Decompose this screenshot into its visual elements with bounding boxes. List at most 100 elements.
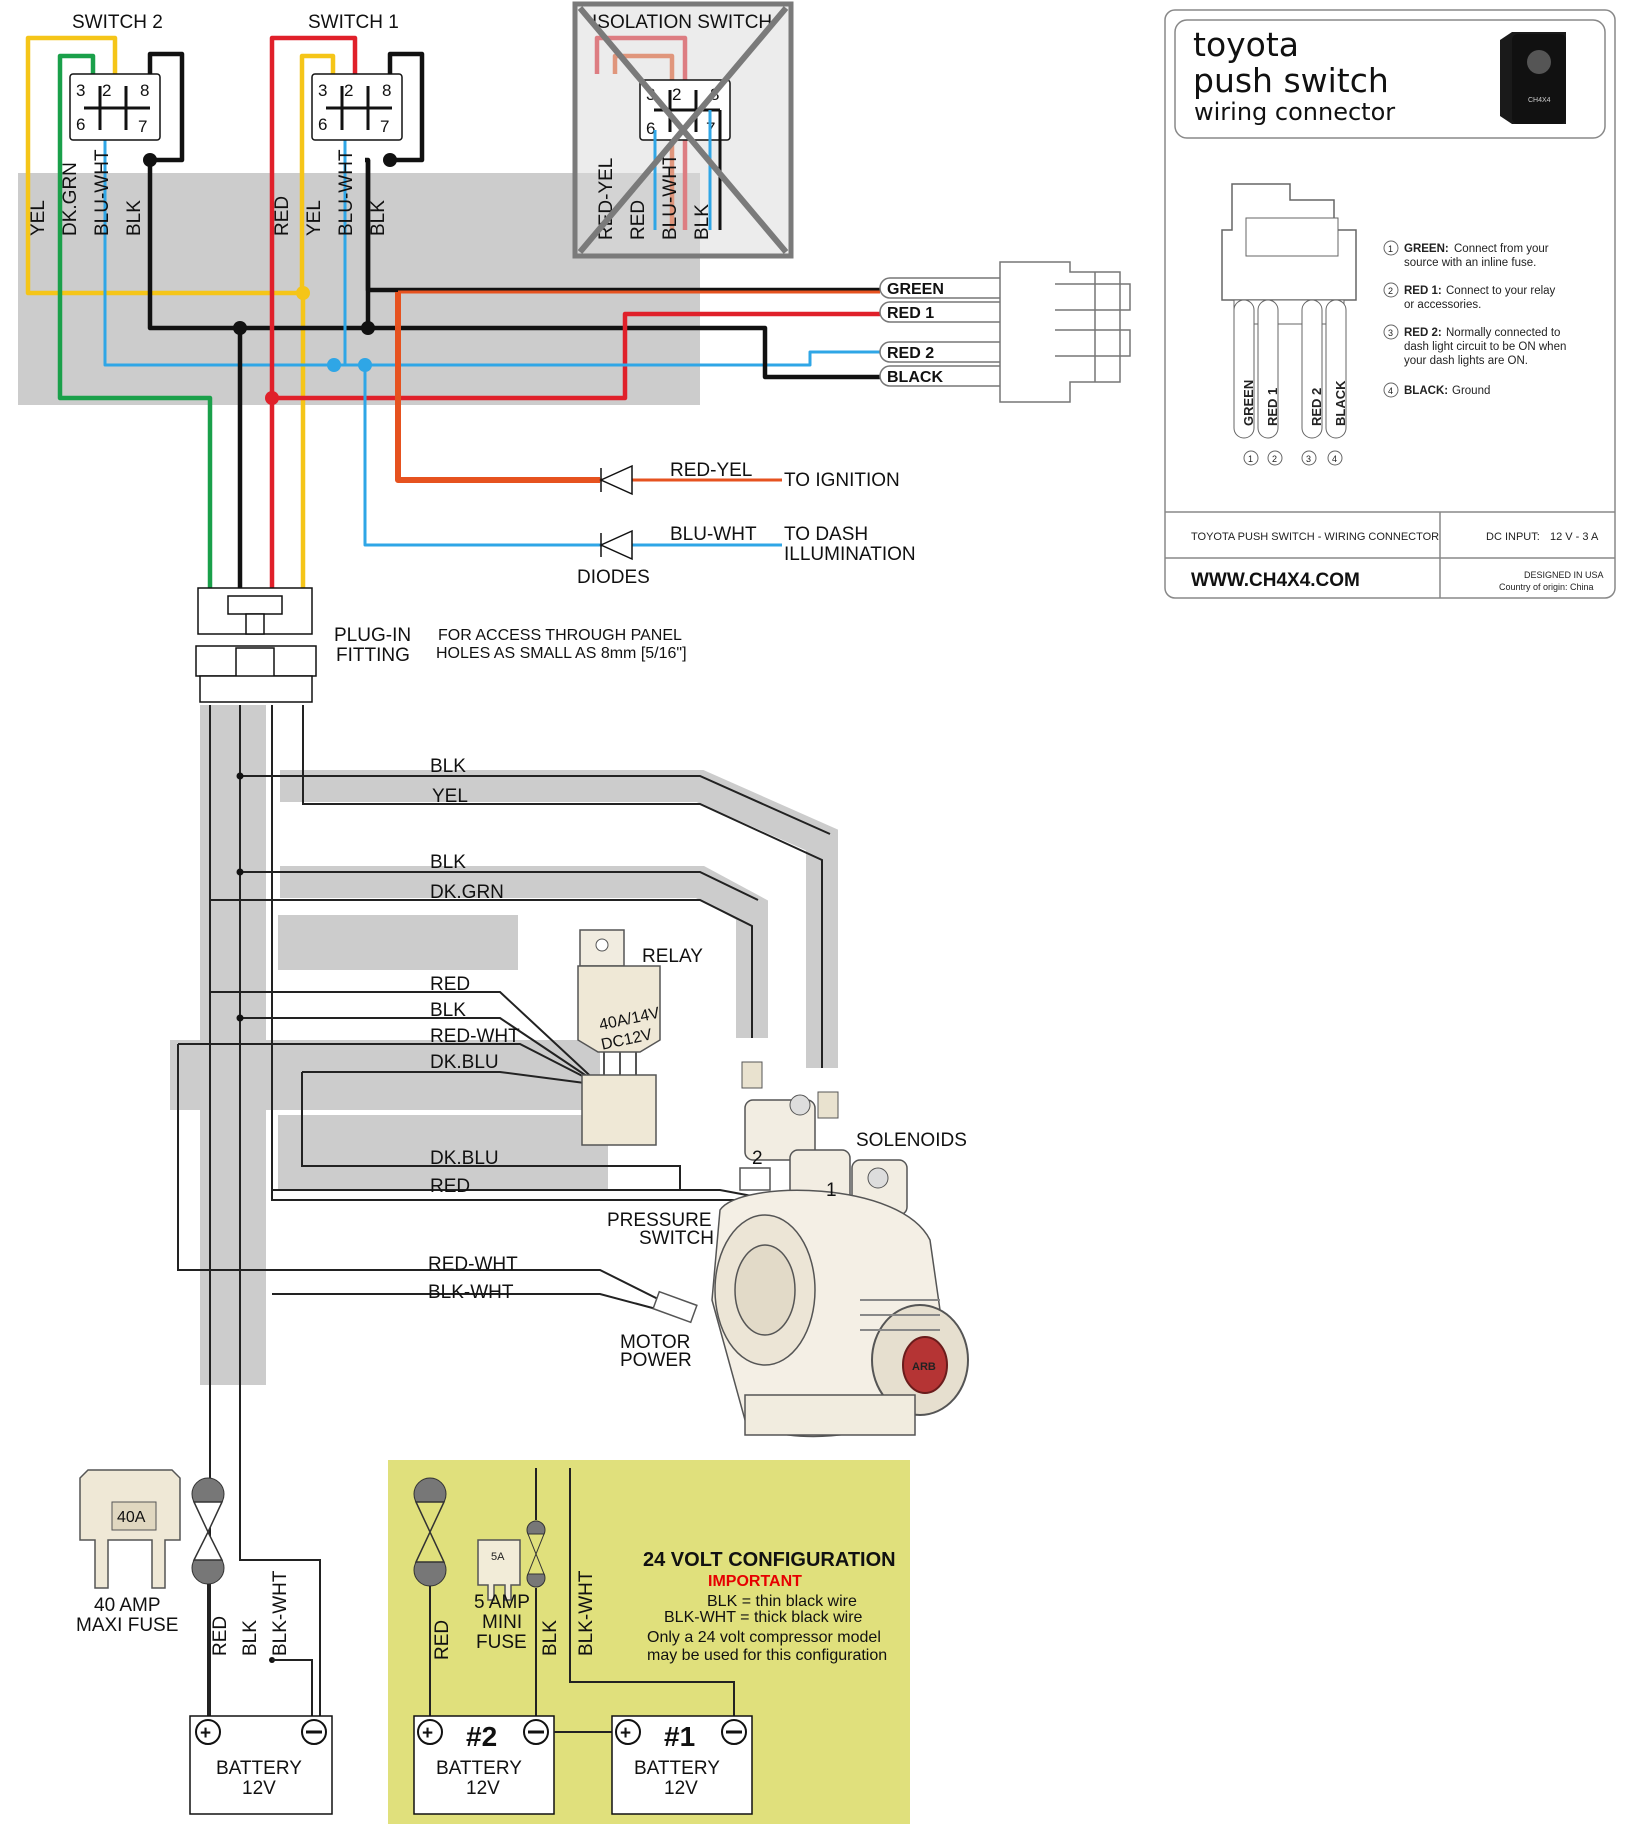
svg-text:TO DASH: TO DASH <box>784 524 868 545</box>
toyota-info-card: toyota push switch wiring connector CH4X… <box>1164 9 1616 599</box>
svg-text:BLK: BLK <box>430 852 466 873</box>
svg-text:BLK: BLK <box>430 1000 466 1021</box>
svg-text:RED 1: RED 1 <box>1265 388 1280 426</box>
svg-text:BLACK: BLACK <box>887 369 943 386</box>
svg-text:PRESSURE: PRESSURE <box>607 1210 712 1231</box>
svg-text:MOTOR: MOTOR <box>620 1332 690 1353</box>
svg-text:+: + <box>200 1723 211 1744</box>
toyota-connector: GREEN RED 1 RED 2 BLACK <box>879 261 1131 403</box>
svg-text:HOLES AS SMALL AS 8mm [5/16"]: HOLES AS SMALL AS 8mm [5/16"] <box>436 645 687 662</box>
svg-text:TO IGNITION: TO IGNITION <box>784 470 900 491</box>
svg-text:Normally connected to: Normally connected to <box>1446 327 1560 339</box>
svg-text:RED 1: RED 1 <box>887 305 934 322</box>
svg-text:source with an inline fuse.: source with an inline fuse. <box>1404 257 1536 269</box>
svg-text:your dash lights are ON.: your dash lights are ON. <box>1404 355 1528 367</box>
svg-text:BLK-WHT: BLK-WHT <box>428 1282 514 1303</box>
svg-text:DK.BLU: DK.BLU <box>430 1052 499 1073</box>
svg-text:RED-WHT: RED-WHT <box>428 1254 518 1275</box>
svg-text:6: 6 <box>646 119 655 138</box>
svg-text:POWER: POWER <box>620 1350 692 1371</box>
svg-text:dash light circuit to be ON wh: dash light circuit to be ON when <box>1404 341 1566 353</box>
switch2-body: 3 2 8 6 7 <box>69 73 161 141</box>
svg-text:BLK: BLK <box>692 204 713 240</box>
svg-text:5A: 5A <box>491 1551 505 1563</box>
solenoids-label: SOLENOIDS <box>856 1130 967 1151</box>
switch2-wire-labels: YEL DK.GRN BLU-WHT BLK <box>28 149 145 236</box>
svg-text:6: 6 <box>76 115 85 134</box>
svg-text:2: 2 <box>752 1148 763 1169</box>
svg-text:5 AMP: 5 AMP <box>474 1592 530 1613</box>
svg-text:2: 2 <box>1272 454 1277 464</box>
svg-text:40A: 40A <box>117 1509 146 1526</box>
svg-text:24 VOLT CONFIGURATION: 24 VOLT CONFIGURATION <box>643 1549 896 1571</box>
svg-text:YEL: YEL <box>432 786 468 807</box>
svg-text:BLU-WHT: BLU-WHT <box>670 524 757 545</box>
svg-text:4: 4 <box>1388 386 1393 396</box>
svg-text:12V: 12V <box>466 1778 500 1799</box>
svg-text:DC INPUT:: DC INPUT: <box>1486 531 1540 543</box>
svg-text:FUSE: FUSE <box>476 1632 527 1653</box>
svg-text:GREEN:: GREEN: <box>1404 243 1449 255</box>
svg-text:12V: 12V <box>242 1778 276 1799</box>
svg-text:BATTERY: BATTERY <box>634 1758 720 1779</box>
isolation-label: ISOLATION SWITCH <box>592 12 772 33</box>
config-24v-panel: 5A 5 AMP MINI FUSE RED BLK BLK-WHT 24 VO… <box>388 1460 910 1824</box>
junction-dots <box>143 153 397 405</box>
svg-text:Connect from your: Connect from your <box>1454 243 1549 255</box>
svg-text:BATTERY: BATTERY <box>436 1758 522 1779</box>
relay-label: RELAY <box>642 946 703 967</box>
svg-text:RED-WHT: RED-WHT <box>430 1026 520 1047</box>
svg-text:SWITCH: SWITCH <box>639 1228 714 1249</box>
isolation-switch: 3 2 8 6 7 ISOLATION SWITCH RED-YEL RED B… <box>572 1 794 259</box>
svg-text:2: 2 <box>102 81 111 100</box>
svg-text:BLK: BLK <box>124 200 145 236</box>
svg-text:7: 7 <box>380 117 389 136</box>
svg-text:CH4X4: CH4X4 <box>1528 97 1551 104</box>
harness-labels: BLK YEL BLK DK.GRN RED BLK RED-WHT DK.BL… <box>428 756 520 1303</box>
svg-text:DK.GRN: DK.GRN <box>60 162 81 236</box>
svg-text:RED: RED <box>430 974 470 995</box>
svg-text:RED: RED <box>210 1616 231 1656</box>
svg-text:2: 2 <box>1388 286 1393 296</box>
svg-text:RED 2:: RED 2: <box>1404 327 1442 339</box>
diodes: RED-YEL TO IGNITION BLU-WHT TO DASH ILLU… <box>577 460 916 588</box>
svg-text:may be used for this configura: may be used for this configuration <box>647 1647 887 1664</box>
svg-text:YEL: YEL <box>28 200 49 236</box>
svg-text:BLU-WHT: BLU-WHT <box>660 153 681 240</box>
svg-text:BLK: BLK <box>240 1620 261 1656</box>
svg-text:BLACK: BLACK <box>1333 380 1348 426</box>
svg-text:7: 7 <box>138 117 147 136</box>
svg-text:MAXI FUSE: MAXI FUSE <box>76 1615 178 1636</box>
switch2-label: SWITCH 2 <box>72 12 163 33</box>
svg-text:12V: 12V <box>664 1778 698 1799</box>
svg-text:RED-YEL: RED-YEL <box>670 460 752 481</box>
svg-text:BLU-WHT: BLU-WHT <box>92 149 113 236</box>
switch1-wire-labels: RED YEL BLU-WHT BLK <box>272 149 389 236</box>
svg-text:+: + <box>620 1723 631 1744</box>
svg-text:DESIGNED IN USA: DESIGNED IN USA <box>1524 570 1604 580</box>
svg-text:or accessories.: or accessories. <box>1404 299 1481 311</box>
svg-text:toyota: toyota <box>1193 25 1299 64</box>
svg-text:ILLUMINATION: ILLUMINATION <box>784 544 916 565</box>
svg-text:1: 1 <box>826 1180 837 1201</box>
svg-text:Ground: Ground <box>1452 385 1490 397</box>
svg-text:RED: RED <box>430 1176 470 1197</box>
plug-in-fitting: PLUG-IN FITTING FOR ACCESS THROUGH PANEL… <box>195 587 687 703</box>
switch1-body: 3 2 8 6 7 <box>311 73 403 141</box>
svg-text:3: 3 <box>318 81 327 100</box>
svg-text:WWW.CH4X4.COM: WWW.CH4X4.COM <box>1191 570 1360 591</box>
svg-text:GREEN: GREEN <box>887 281 944 298</box>
svg-text:FITTING: FITTING <box>336 645 410 666</box>
svg-text:RED 2: RED 2 <box>887 345 934 362</box>
svg-text:GREEN: GREEN <box>1241 380 1256 426</box>
svg-text:#2: #2 <box>466 1721 497 1752</box>
diodes-label: DIODES <box>577 567 650 588</box>
svg-text:8: 8 <box>382 81 391 100</box>
svg-text:BLK-WHT: BLK-WHT <box>576 1570 597 1656</box>
svg-text:YEL: YEL <box>304 200 325 236</box>
harness-dots <box>236 772 244 1022</box>
svg-text:Connect to your relay: Connect to your relay <box>1446 285 1556 297</box>
svg-text:push switch: push switch <box>1193 61 1389 100</box>
svg-text:BLK: BLK <box>368 200 389 236</box>
svg-text:IMPORTANT: IMPORTANT <box>708 1573 802 1590</box>
